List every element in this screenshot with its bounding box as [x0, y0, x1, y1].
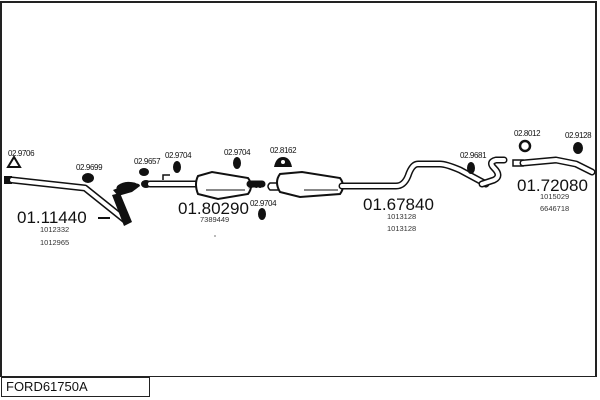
part-reference: 1013128	[387, 224, 416, 233]
accessory-label: 02.9704	[165, 151, 192, 160]
dot-mark	[214, 235, 216, 237]
part-code[interactable]: 01.67840	[363, 195, 434, 214]
clamp-icon[interactable]	[139, 168, 149, 176]
rubber-mount-icon[interactable]	[258, 208, 266, 220]
diagram-title: FORD61750A	[1, 377, 150, 397]
middle-silencer[interactable]	[141, 170, 266, 201]
rubber-mount-icon[interactable]	[467, 162, 475, 174]
flange-icon	[4, 176, 12, 184]
diagram-frame	[0, 1, 597, 377]
tail-pipe[interactable]	[478, 156, 596, 188]
front-pipe[interactable]	[4, 176, 140, 226]
clamp-size-label: Ø60	[248, 181, 263, 190]
part-code[interactable]: 01.11440	[17, 208, 87, 227]
accessory-label: 02.8162	[270, 146, 297, 155]
part-code[interactable]: 01.72080	[517, 176, 588, 195]
part-reference: 1012965	[40, 238, 69, 247]
accessory-label: 02.8012	[514, 129, 541, 138]
accessory-label: 02.9706	[8, 149, 35, 158]
rubber-mount-icon[interactable]	[82, 173, 94, 183]
rubber-mount-icon[interactable]	[173, 161, 181, 173]
gasket-triangle-icon[interactable]	[6, 155, 22, 168]
rear-silencer[interactable]	[267, 160, 490, 199]
accessory-label: 02.9681	[460, 151, 487, 160]
accessory-label: 02.9128	[565, 131, 592, 140]
part-reference: 1013128	[387, 212, 416, 221]
rubber-mount-icon[interactable]	[233, 157, 241, 169]
ring-mount-icon[interactable]	[518, 139, 532, 153]
accessory-label: 02.9704	[250, 199, 277, 208]
accessory-label: 02.9704	[224, 148, 251, 157]
part-reference: 6646718	[540, 204, 569, 213]
part-reference: 1015029	[540, 192, 569, 201]
rubber-mount-icon[interactable]	[573, 142, 583, 154]
accessory-label: 02.9657	[134, 157, 161, 166]
part-reference: 1012332	[40, 225, 69, 234]
accessory-label: 02.9699	[76, 163, 103, 172]
part-reference: 7389449	[200, 215, 229, 224]
part-code[interactable]: 01.80290	[178, 199, 249, 218]
